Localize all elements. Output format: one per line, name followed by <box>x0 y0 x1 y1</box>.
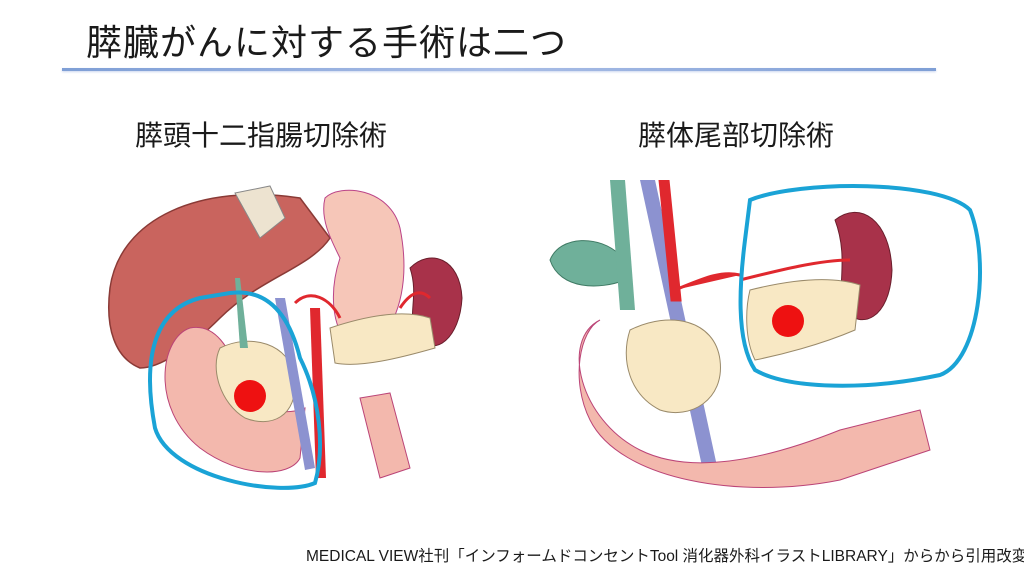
citation: MEDICAL VIEW社刊「インフォームドコンセントTool 消化器外科イラス… <box>306 548 1024 565</box>
bile-duct <box>610 180 635 310</box>
splenic-artery <box>739 258 851 282</box>
distal-pancreatectomy-illustration <box>549 180 982 488</box>
tumor <box>234 380 266 412</box>
portal-vein <box>275 298 315 470</box>
duodenum <box>578 319 931 488</box>
tumor <box>772 305 804 337</box>
gallbladder <box>549 240 626 287</box>
pancreas-head <box>625 319 721 414</box>
bile-duct <box>235 278 248 348</box>
gallbladder <box>234 185 286 239</box>
jejunum <box>359 392 411 479</box>
artery <box>658 180 741 302</box>
pancreas-body <box>329 313 436 365</box>
slide-title: 膵臓がんに対する手術は二つ <box>86 23 568 64</box>
resection-outline <box>738 184 982 388</box>
title-divider <box>62 68 936 71</box>
procedure-label-pancreaticoduodenectomy: 膵頭十二指腸切除術 <box>135 119 388 152</box>
procedure-label-distal-pancreatectomy: 膵体尾部切除術 <box>638 119 835 152</box>
resection-outline <box>148 290 322 490</box>
artery-branches <box>293 291 432 319</box>
aorta-artery <box>310 308 326 478</box>
pancreaticoduodenectomy-illustration <box>108 185 463 490</box>
